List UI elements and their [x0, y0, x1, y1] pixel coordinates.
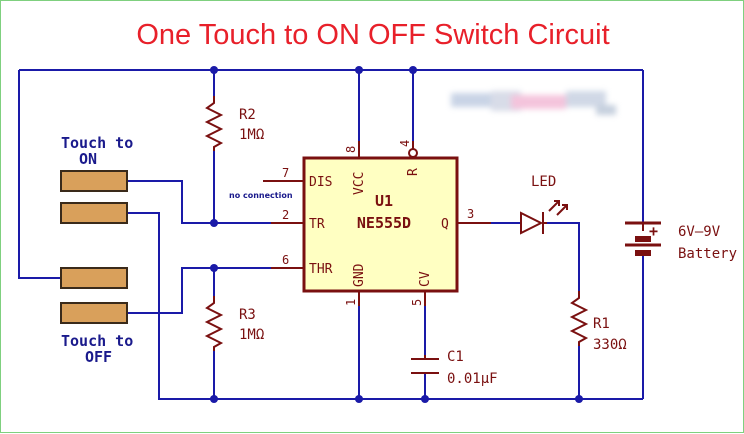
- junction-dot: [421, 395, 429, 403]
- r1-value: 330Ω: [593, 337, 627, 353]
- pin-number-3: 3: [467, 207, 474, 221]
- pin-number-5: 5: [410, 299, 424, 306]
- r2-resistor-symbol: [204, 96, 224, 151]
- battery-voltage-label: 6V–9V: [678, 224, 721, 240]
- pin-label-cv: CV: [418, 271, 433, 287]
- ic-part-label: NE555D: [357, 214, 411, 232]
- r1-resistor-symbol: [569, 291, 589, 346]
- no-connection-note: no connection: [229, 191, 293, 200]
- junction-dot: [575, 395, 583, 403]
- r1-ref: R1: [593, 316, 610, 332]
- pin-label-thr: THR: [309, 262, 333, 277]
- ne555-ic-body: [302, 156, 459, 293]
- pin-label-q: Q: [441, 217, 449, 232]
- touch-on-pad-top: [60, 170, 128, 192]
- touch-on-pad-bottom: [60, 202, 128, 224]
- r2-value: 1MΩ: [239, 127, 264, 143]
- page-title: One Touch to ON OFF Switch Circuit: [136, 19, 610, 51]
- led-label: LED: [531, 174, 556, 190]
- touch-off-pad-top: [60, 267, 128, 289]
- led-symbol: [520, 200, 568, 235]
- pin-number-4: 4: [398, 140, 412, 147]
- pin-label-gnd: GND: [352, 263, 367, 287]
- touch-on-label-line1: Touch to: [61, 134, 133, 152]
- junction-dot: [355, 395, 363, 403]
- wires: [18, 69, 644, 400]
- junction-dot: [409, 66, 417, 74]
- c1-capacitor-symbol: [411, 355, 439, 374]
- battery-symbol: [625, 221, 661, 256]
- pin-label-vcc: VCC: [352, 172, 367, 195]
- touch-off-pad-bottom: [60, 302, 128, 324]
- ic-ref-label: U1: [375, 192, 393, 210]
- junctions: [210, 66, 583, 403]
- touch-on-label-line2: ON: [79, 150, 97, 168]
- pin-number-8: 8: [344, 146, 358, 153]
- junction-dot: [210, 219, 218, 227]
- ground-rail-wire: [127, 212, 643, 400]
- battery-label: Battery: [678, 246, 737, 262]
- pin-number-6: 6: [282, 253, 289, 267]
- pin-number-1: 1: [344, 299, 358, 306]
- reset-inversion-bubble: [408, 148, 418, 158]
- touch-pads: [60, 170, 128, 324]
- pin-label-r: R: [406, 168, 421, 176]
- junction-dot: [210, 264, 218, 272]
- r3-value: 1MΩ: [239, 327, 264, 343]
- c1-ref: C1: [447, 349, 464, 365]
- battery-plus-sign: +: [649, 222, 658, 240]
- touch-off-label-line1: Touch to: [61, 332, 133, 350]
- pin-number-7: 7: [282, 166, 289, 180]
- touch-on-wire: [127, 180, 299, 224]
- r3-ref: R3: [239, 307, 256, 323]
- junction-dot: [355, 66, 363, 74]
- c1-value: 0.01µF: [447, 371, 498, 387]
- junction-dot: [210, 395, 218, 403]
- blurred-watermark: [451, 91, 616, 115]
- touch-off-wire: [127, 267, 299, 314]
- touch-off-label-line2: OFF: [85, 348, 112, 366]
- pin-number-2: 2: [282, 208, 289, 222]
- pin-label-tr: TR: [309, 217, 325, 232]
- r3-resistor-symbol: [204, 296, 224, 351]
- pin-label-dis: DIS: [309, 175, 332, 190]
- r2-ref: R2: [239, 107, 256, 123]
- junction-dot: [210, 66, 218, 74]
- led-to-r1-wire: [547, 222, 580, 291]
- left-loop-wire: [18, 70, 61, 279]
